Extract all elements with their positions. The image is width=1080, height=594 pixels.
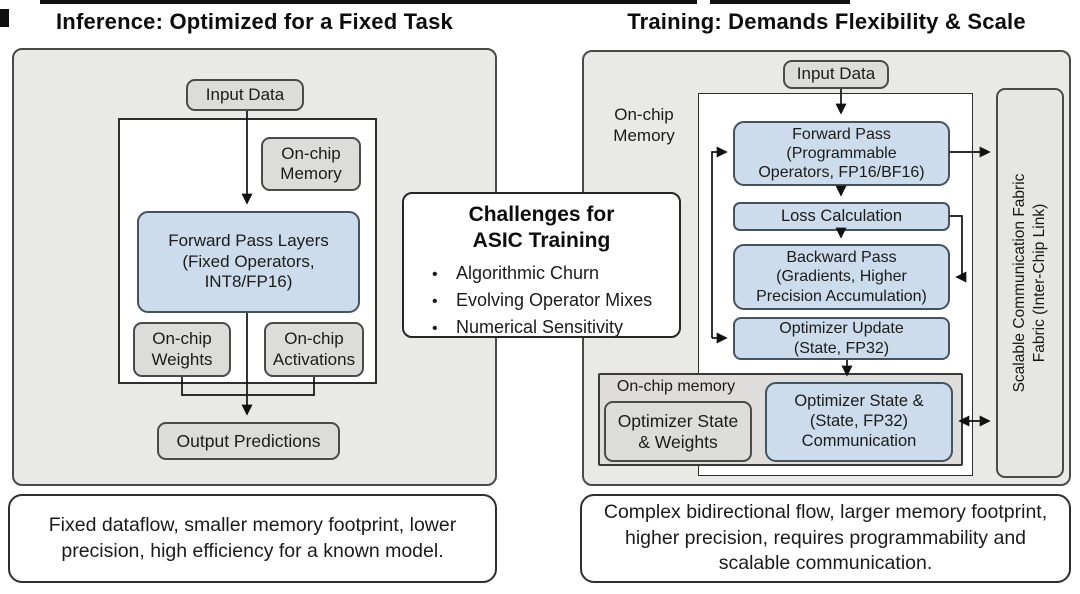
challenges-title: Challenges for ASIC Training: [468, 203, 615, 253]
top-artifact-bar-left: [40, 0, 697, 4]
inference-title: Inference: Optimized for a Fixed Task: [56, 9, 453, 34]
training-title: Training: Demands Flexibility & Scale: [627, 9, 1026, 34]
inference-on-chip-memory-box: On-chip Memory: [261, 137, 361, 191]
challenge-bullet-label: Evolving Operator Mixes: [456, 289, 653, 310]
challenge-bullet-item: • Algorithmic Churn: [416, 260, 667, 287]
inference-forward-pass-box: Forward Pass Layers (Fixed Operators, IN…: [137, 211, 360, 313]
training-optimizer-update-box: Optimizer Update (State, FP32): [733, 317, 950, 360]
bullet-icon: •: [432, 292, 438, 310]
training-backward-pass-box: Backward Pass (Gradients, Higher Precisi…: [733, 244, 950, 310]
challenge-bullet-label: Numerical Sensitivity: [456, 316, 624, 337]
training-on-chip-memory-label: On-chip Memory: [613, 105, 675, 146]
training-optimizer-comm-box: Optimizer State & (State, FP32) Communic…: [765, 382, 953, 462]
training-input-data-box: Input Data: [783, 60, 889, 89]
training-summary-box: Complex bidirectional flow, larger memor…: [580, 494, 1071, 583]
inference-input-data-box: Input Data: [186, 79, 304, 111]
inference-summary-box: Fixed dataflow, smaller memory footprint…: [8, 494, 497, 583]
communication-fabric-label: Scalable Communication Fabric Fabric (In…: [1010, 173, 1048, 393]
training-forward-pass-box: Forward Pass (Programmable Operators, FP…: [733, 121, 950, 186]
bullet-icon: •: [432, 265, 438, 283]
training-loss-calculation-box: Loss Calculation: [733, 202, 950, 231]
bullet-icon: •: [432, 319, 438, 337]
inference-on-chip-activations-box: On-chip Activations: [264, 322, 364, 377]
left-artifact-mark: [0, 9, 9, 27]
training-optimizer-state-weights-box: Optimizer State & Weights: [604, 401, 752, 462]
inference-on-chip-weights-box: On-chip Weights: [133, 322, 231, 377]
top-artifact-bar-right: [710, 0, 850, 4]
challenges-box: Challenges for ASIC Training • Algorithm…: [402, 192, 681, 338]
challenge-bullet-label: Algorithmic Churn: [456, 262, 600, 283]
communication-fabric-bar: Scalable Communication Fabric Fabric (In…: [996, 88, 1064, 478]
inference-output-predictions-box: Output Predictions: [157, 422, 340, 460]
challenge-bullet-item: • Evolving Operator Mixes: [416, 287, 667, 314]
training-memory-region-label: On-chip memory: [616, 378, 736, 395]
challenge-bullet-item: • Numerical Sensitivity: [416, 314, 667, 341]
